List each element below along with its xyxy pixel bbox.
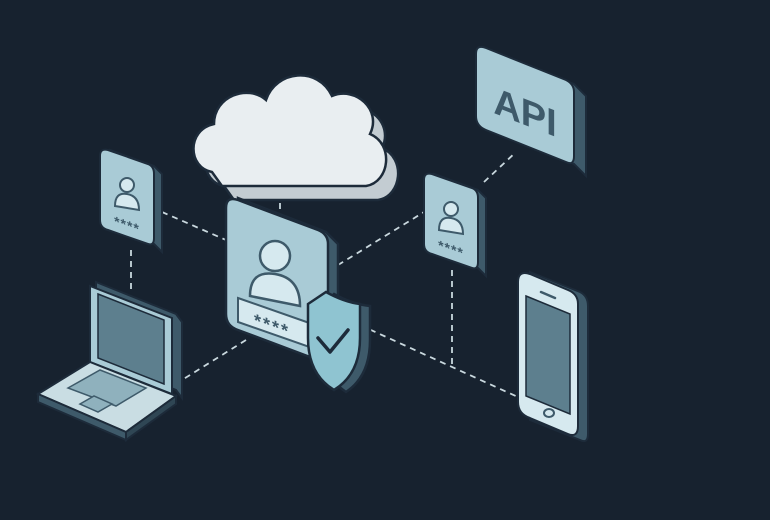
phone-screen [525,294,571,416]
phone-home-button [543,408,555,418]
trackpad [78,395,114,413]
connector-rightcred-api [483,151,517,183]
user-icon [113,177,141,212]
api-card: API [475,45,587,179]
smartphone-icon [517,270,589,443]
right-credential-card: **** [423,172,487,279]
connector-shield-phone [359,324,521,399]
connector-central-laptop [181,339,247,381]
shield-check-icon [306,290,372,394]
user-icon [437,201,465,236]
user-icon [248,239,302,308]
connector-central-rightcred [337,211,425,266]
phone-speaker [539,290,557,300]
connectors [130,151,521,399]
connector-leftcred-central [161,211,227,241]
left-credential-card: **** [99,148,163,255]
cloud-icon [192,74,400,202]
checkmark-icon [316,328,350,354]
laptop-icon [35,280,183,442]
